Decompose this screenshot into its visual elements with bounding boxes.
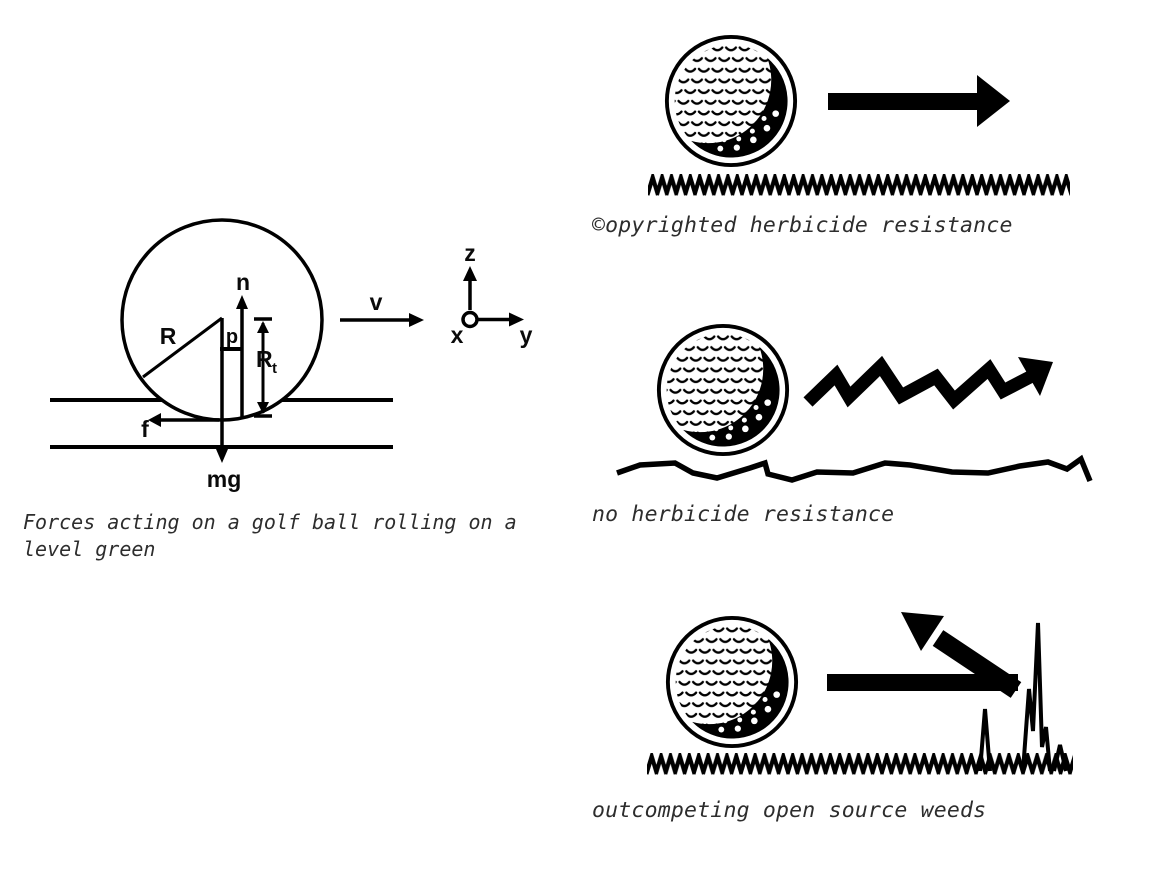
normal-arrowhead-icon — [236, 295, 248, 309]
label-friction: f — [141, 416, 149, 442]
panel-copyrighted — [648, 34, 1070, 196]
force-diagram-caption: Forces acting on a golf ball rolling on … — [23, 510, 529, 561]
caption-no-resistance: no herbicide resistance — [592, 502, 895, 527]
label-normal: n — [236, 269, 250, 295]
panel-open-source — [647, 612, 1073, 775]
axes-icon — [461, 266, 524, 329]
weedy-zigzag-turf — [647, 753, 1073, 775]
label-offset: p — [226, 326, 238, 348]
straight-arrow-icon — [828, 75, 1010, 127]
axis-origin-icon — [461, 310, 479, 329]
caption-open-source: outcompeting open source weeds — [592, 798, 987, 823]
height-dimension — [254, 317, 272, 418]
zigzag-turf — [648, 174, 1070, 196]
weight-arrowhead-icon — [216, 449, 228, 463]
label-axis-x: x — [451, 322, 464, 348]
weed-spikes — [978, 622, 1068, 772]
label-axis-z: z — [464, 240, 476, 266]
velocity-arrowhead-icon — [409, 313, 424, 327]
label-weight: mg — [207, 466, 242, 492]
golf-ball-illustration — [664, 34, 798, 168]
force-diagram: R n p R t f mg v z x y — [50, 218, 533, 492]
label-axis-y: y — [520, 322, 533, 348]
label-velocity: v — [370, 289, 383, 315]
bent-return-arrow-icon — [827, 612, 1022, 698]
label-radius: R — [160, 323, 177, 349]
golf-ball-illustration — [656, 323, 790, 457]
friction-arrowhead-icon — [148, 413, 161, 427]
zigzag-arrow-icon — [803, 355, 1053, 410]
label-height-sub: t — [272, 360, 277, 377]
golf-ball-illustration — [665, 615, 799, 749]
panel-no-resistance — [616, 323, 1093, 483]
rough-ground — [616, 454, 1093, 483]
label-height-main: R — [256, 346, 273, 372]
radius-line — [142, 316, 223, 379]
caption-copyrighted: ©opyrighted herbicide resistance — [592, 213, 1013, 238]
